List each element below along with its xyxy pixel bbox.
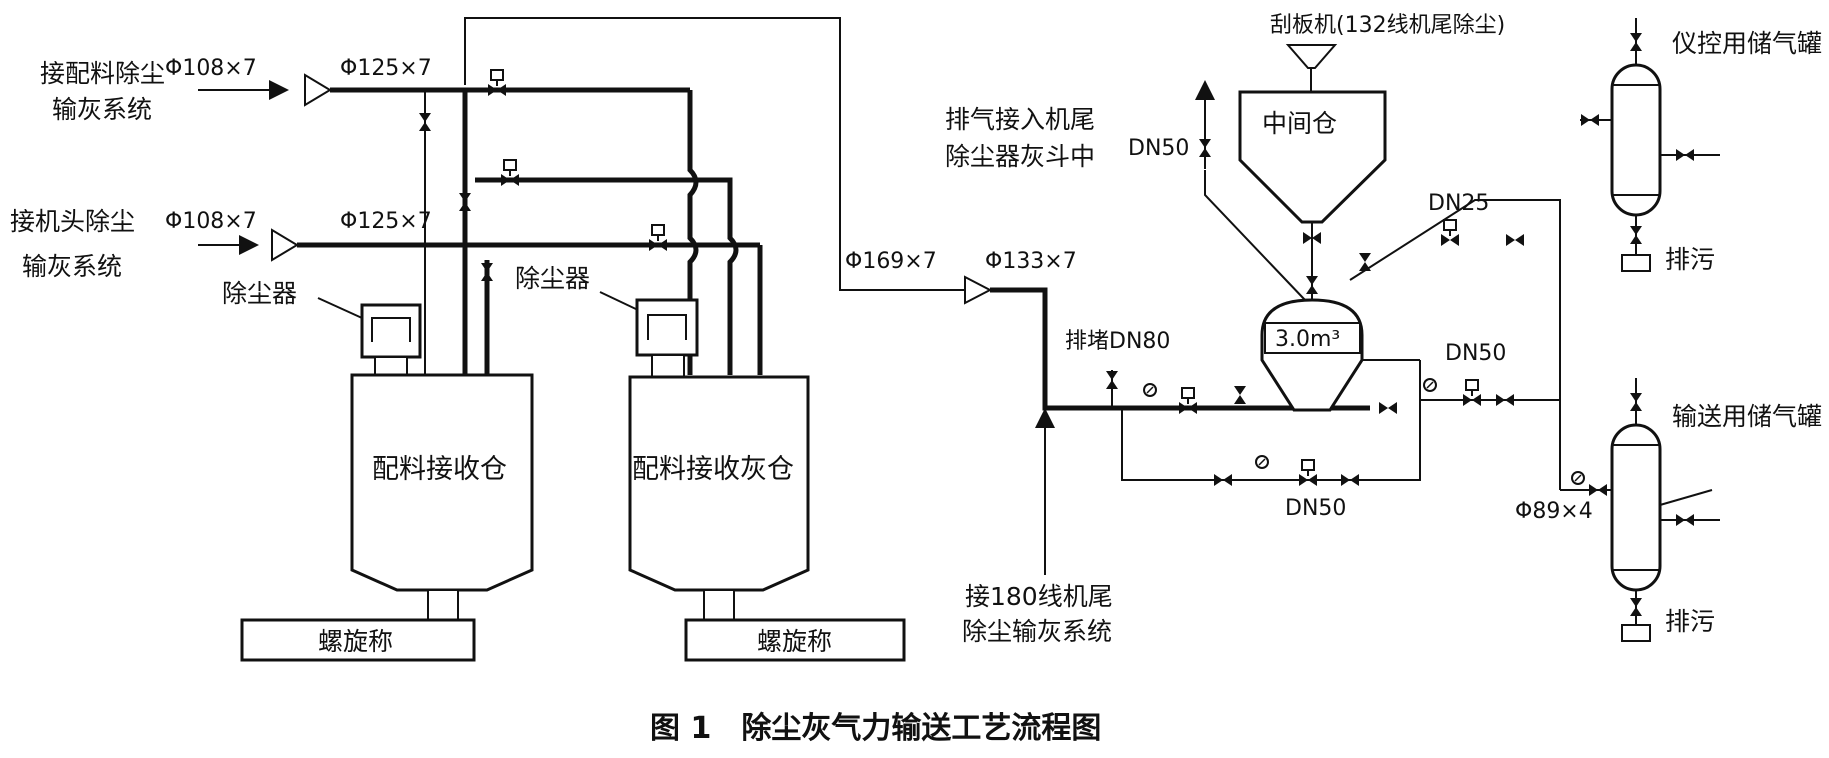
conveying-tank-drain-label: 排污: [1665, 607, 1715, 636]
actuator-icon: [503, 159, 517, 177]
vent-label-line1: 排气接入机尾: [945, 105, 1095, 134]
valve-icon: [1630, 598, 1642, 616]
dust-collector-1-inner: [371, 317, 411, 342]
valve-icon: [1341, 474, 1359, 486]
source-1-pipe-spec-b: Φ125×7: [340, 56, 432, 81]
source-1-pipe-spec-a: Φ108×7: [165, 56, 257, 81]
block-clear-dn80-label: 排堵DN80: [1065, 329, 1170, 354]
valve-icon: [1379, 402, 1397, 414]
main-conveying-pipe: [990, 287, 1370, 411]
vent-dn50-label: DN50: [1128, 136, 1189, 161]
gauge-icon: [1571, 471, 1585, 485]
actuator-icon: [1465, 379, 1479, 397]
valve-icon: [481, 263, 493, 281]
conveying-tank-drain: [1621, 624, 1651, 642]
valve-icon: [1214, 474, 1232, 486]
dn50-bottom-label: DN50: [1285, 496, 1346, 521]
valve-icon: [459, 193, 471, 211]
scraper-label: 刮板机(132线机尾除尘): [1270, 13, 1505, 38]
valve-icon: [1306, 276, 1318, 294]
actuator-icon: [1181, 387, 1195, 405]
inlet-180-label-line1: 接180线机尾: [965, 582, 1113, 611]
valve-icon: [1496, 394, 1514, 406]
dust-collector-2-inner: [647, 314, 687, 340]
mid-branch-pipe: [475, 177, 739, 375]
valve-icon: [1506, 234, 1524, 246]
valve-icon: [1106, 371, 1118, 389]
conveying-air-tank: [1610, 423, 1662, 592]
instrument-tank-label: 仪控用储气罐: [1672, 29, 1822, 58]
screw-scale-2-label: 螺旋称: [757, 627, 832, 656]
tank-volume-box: [1264, 322, 1361, 354]
source-2-label-line1: 接机头除尘: [10, 207, 135, 236]
dust-collector-2: [635, 298, 699, 357]
dust-collector-1: [360, 303, 422, 359]
conveying-tank-label: 输送用储气罐: [1672, 402, 1822, 431]
screw-scale-1: [240, 618, 476, 662]
source-2-reducer: [271, 228, 299, 262]
inlet-180-label-line2: 除尘输灰系统: [962, 617, 1112, 646]
valve-icon: [1676, 149, 1694, 161]
bin-2-label: 配料接收灰仓: [632, 454, 794, 485]
source-1-label-line1: 接配料除尘: [40, 59, 165, 88]
source-1-reducer: [304, 73, 332, 107]
valve-icon: [1630, 33, 1642, 51]
vent-pipe-lower: [1204, 170, 1306, 301]
actuator-icon: [651, 224, 665, 242]
tank-volume-label: 3.0m³: [1275, 327, 1340, 352]
dust-collector-1-leader: [317, 297, 363, 319]
scraper-hopper: [1285, 44, 1338, 69]
valve-icon: [1234, 386, 1246, 404]
bin-1-label: 配料接收仓: [372, 454, 507, 485]
intermediate-bin: [1238, 90, 1387, 224]
bypass-pipe: [1121, 199, 1561, 481]
actuator-icon: [1301, 459, 1315, 477]
valve-icon: [419, 113, 431, 131]
valve-icon: [1630, 393, 1642, 411]
dust-collector-1-label: 除尘器: [222, 279, 297, 308]
dust-collector-2-label: 除尘器: [515, 264, 590, 293]
dust-collector-2-leader: [599, 291, 639, 311]
actuator-icon: [1443, 219, 1457, 237]
valve-icon: [1676, 514, 1694, 526]
instrument-tank: [1610, 63, 1662, 217]
dust-collector-2-base: [651, 354, 685, 378]
bin-2-outlet: [703, 589, 735, 621]
valve-icon: [1199, 139, 1211, 157]
main-line-reducer: [964, 275, 993, 305]
screw-scale-1-label: 螺旋称: [318, 627, 393, 656]
valve-icon: [1581, 114, 1599, 126]
tank-pipe-spec: Φ89×4: [1515, 499, 1593, 524]
source-1-down-pipe: [687, 90, 699, 375]
source-2-pipe-spec-a: Φ108×7: [165, 209, 257, 234]
source-1-label-line2: 输灰系统: [52, 95, 152, 124]
conveying-vessel: [1260, 298, 1364, 412]
bin-2: [628, 375, 810, 592]
conveying-tank-diag: [1659, 489, 1713, 506]
valve-icon: [1359, 253, 1371, 271]
intermediate-bin-label: 中间仓: [1262, 109, 1337, 138]
actuator-icon: [490, 69, 504, 87]
instrument-tank-drain-label: 排污: [1665, 245, 1715, 274]
figure-caption: 图 1 除尘灰气力输送工艺流程图: [650, 711, 1101, 746]
bin-1: [350, 373, 534, 592]
bin-1-outlet: [427, 589, 459, 621]
dust-collector-1-base: [374, 356, 408, 376]
valve-icon: [1630, 226, 1642, 244]
dn50-right-label: DN50: [1445, 341, 1506, 366]
valve-icon: [1589, 484, 1607, 496]
gauge-icon: [1143, 383, 1157, 397]
top-transfer-pipe: [464, 17, 975, 291]
source-2-pipe-spec-b: Φ125×7: [340, 209, 432, 234]
main-pipe-spec-a: Φ169×7: [845, 249, 937, 274]
vent-label-line2: 除尘器灰斗中: [945, 142, 1095, 171]
source-2-label-line2: 输灰系统: [22, 252, 122, 281]
dn25-label: DN25: [1428, 191, 1489, 216]
instrument-tank-drain: [1621, 254, 1651, 272]
screw-scale-2: [684, 618, 906, 662]
gauge-icon: [1423, 378, 1437, 392]
main-pipe-spec-b: Φ133×7: [985, 249, 1077, 274]
gauge-icon: [1255, 455, 1269, 469]
